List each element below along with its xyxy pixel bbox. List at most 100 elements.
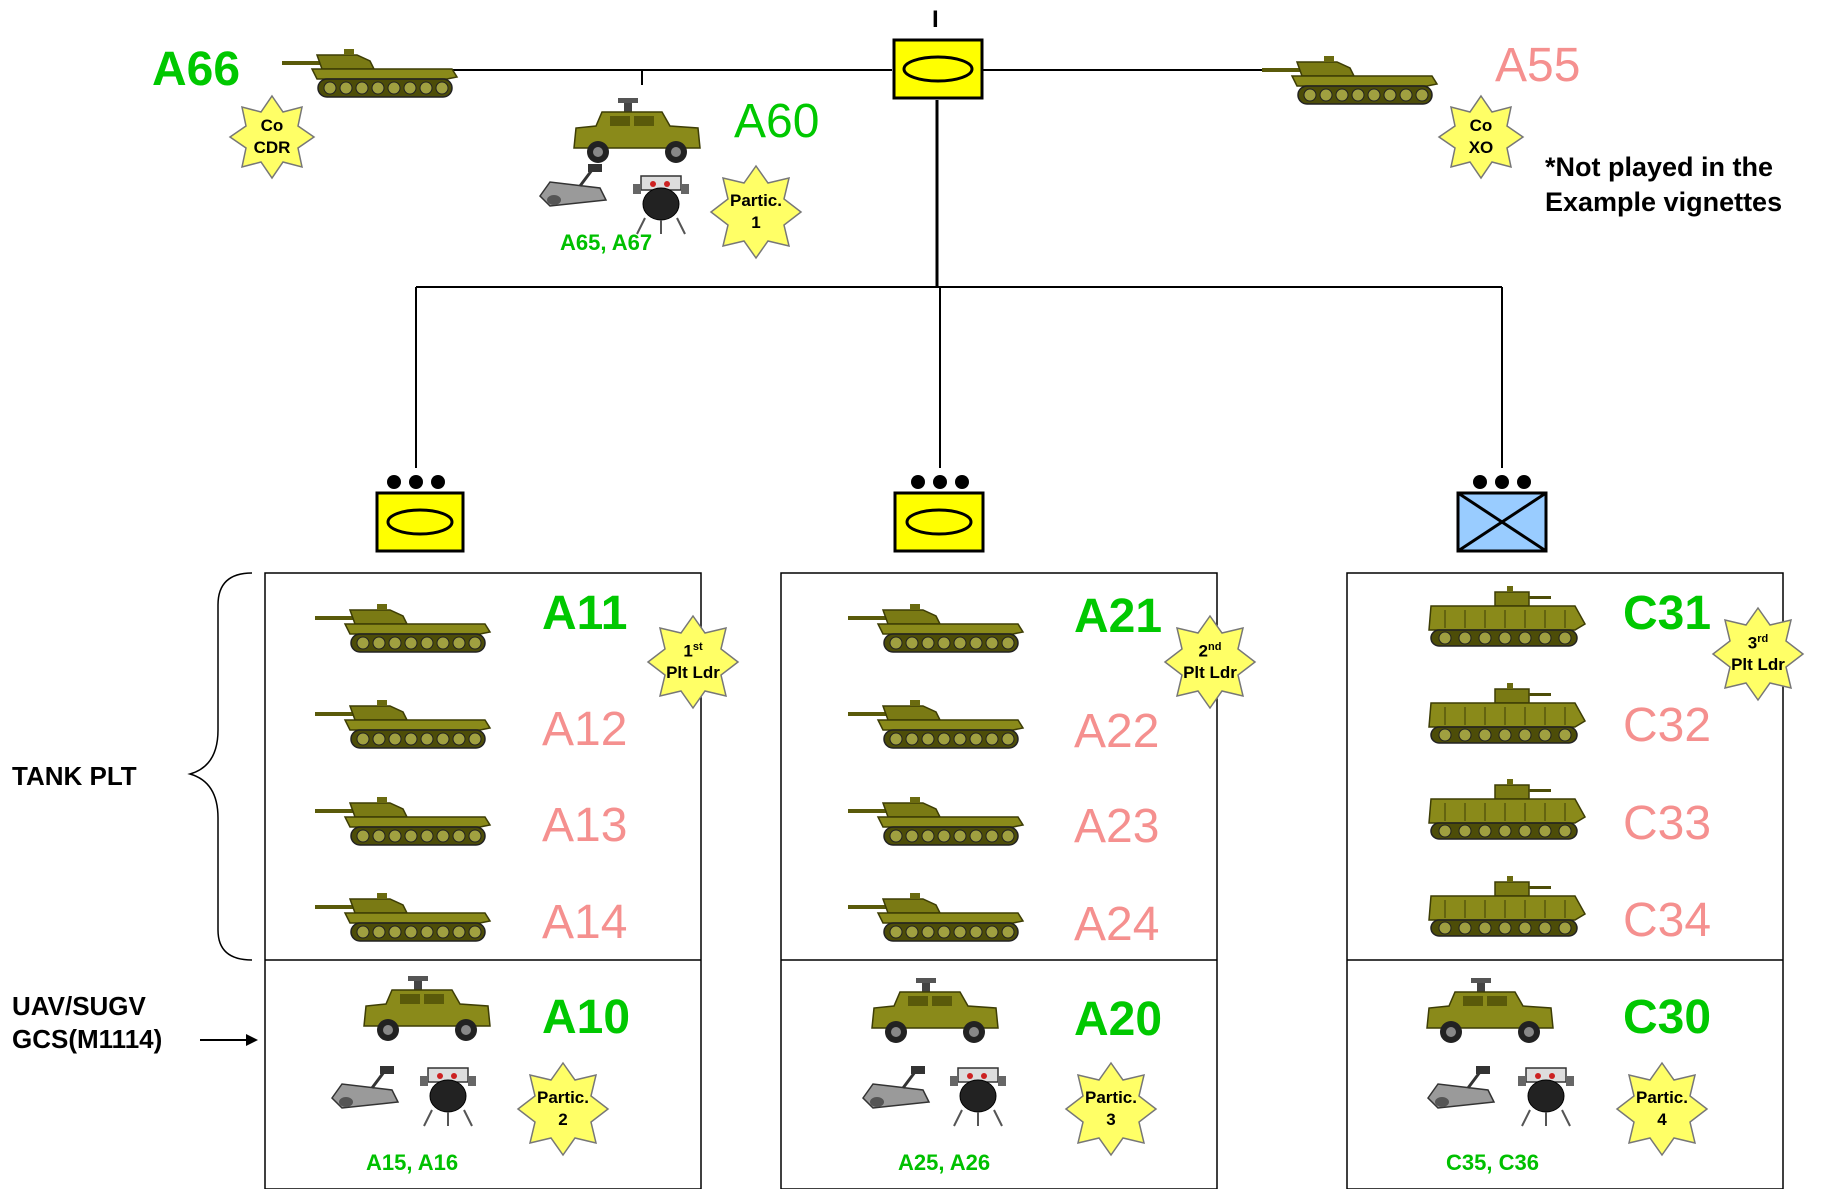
leader-ordinal-suffix: st — [692, 640, 703, 653]
p3-ifv-1 — [1428, 585, 1586, 647]
platoon-boxes — [264, 572, 1784, 1189]
p3-ifv-4 — [1428, 875, 1586, 937]
hq-uav — [632, 175, 690, 235]
leader-ordinal: 3 — [1747, 633, 1758, 653]
platoon-symbol-1 — [375, 475, 465, 553]
participant-line-2: 3 — [1106, 1110, 1116, 1129]
p3-sugv — [1426, 1064, 1496, 1110]
p2-tank-3 — [847, 796, 1024, 846]
p1-uav — [419, 1067, 477, 1127]
p1-tank-3 — [314, 796, 491, 846]
role-line-2: XO — [1468, 138, 1494, 157]
participant-line-1: Partic. — [1636, 1087, 1688, 1107]
company-echelon-label: I — [932, 6, 939, 33]
callsign-p1-2: A12 — [542, 703, 628, 756]
p2-robots-label: A25, A26 — [898, 1150, 991, 1175]
callsign-p1-1: A11 — [542, 587, 628, 640]
star-plt-ldr-3 — [1711, 606, 1805, 702]
company-symbol — [892, 38, 984, 100]
p3-uav — [1517, 1067, 1575, 1127]
p2-hmmwv — [871, 977, 999, 1044]
participant-line-1: Partic. — [1085, 1087, 1137, 1107]
callsign-p2-3: A23 — [1074, 800, 1160, 853]
participant-1-badge: Partic. 1 — [711, 166, 801, 258]
p3-hmmwv — [1426, 977, 1554, 1044]
p1-hmmwv — [363, 975, 491, 1042]
participant-line-2: 4 — [1657, 1110, 1667, 1129]
star-partic-3 — [1064, 1061, 1158, 1157]
leader-line-2: Plt Ldr — [1731, 655, 1785, 675]
p1-tank-1 — [314, 603, 491, 653]
participant-line-1: Partic. — [730, 190, 782, 210]
participant-line-2: 2 — [558, 1110, 568, 1129]
hq-sugv — [538, 162, 608, 208]
star-plt-ldr-2 — [1163, 614, 1257, 710]
star-co-cdr — [228, 94, 316, 180]
callsign-p3-2: C32 — [1623, 699, 1712, 752]
leader-ordinal: 1 — [683, 641, 693, 661]
uav-gcs-label: UAV/SUGV GCS(M1114) — [12, 990, 162, 1055]
callsign-p2-1: A21 — [1074, 590, 1163, 643]
callsign-commander: A66 — [152, 43, 241, 96]
star-partic-4 — [1615, 1061, 1709, 1157]
p3-robots-label: C35, C36 — [1446, 1150, 1539, 1175]
callsign-p3-gcs: C30 — [1623, 991, 1712, 1044]
participant-3-badge: Partic. 3 — [1066, 1063, 1156, 1155]
p1-robots-label: A15, A16 — [366, 1150, 459, 1175]
leader-ordinal-suffix: rd — [1757, 632, 1769, 645]
p1-sugv — [330, 1064, 400, 1110]
participant-line-2: 1 — [751, 213, 761, 232]
star-partic-2 — [516, 1061, 610, 1157]
p2-tank-4 — [847, 892, 1024, 942]
p3-ifv-2 — [1428, 682, 1586, 744]
p2-tank-1 — [847, 603, 1024, 653]
callsign-p3-1: C31 — [1623, 587, 1712, 640]
hq-hmmwv — [573, 97, 701, 164]
p2-sugv — [861, 1064, 931, 1110]
star-plt-ldr-1 — [646, 614, 740, 710]
note-line-1: *Not played in the — [1545, 152, 1774, 182]
role-line-1: Co — [260, 115, 284, 135]
leader-line-2: Plt Ldr — [1183, 663, 1237, 683]
platoon-symbol-3 — [1456, 475, 1548, 553]
callsign-p2-2: A22 — [1074, 705, 1160, 758]
commander-tank — [281, 48, 458, 98]
callsign-p1-3: A13 — [542, 799, 628, 852]
tank-plt-brace — [187, 572, 253, 961]
callsign-p2-gcs: A20 — [1074, 993, 1163, 1046]
p2-uav — [949, 1067, 1007, 1127]
not-played-note: *Not played in the Example vignettes — [1545, 150, 1782, 220]
callsign-p3-3: C33 — [1623, 797, 1712, 850]
role-line-2: CDR — [253, 138, 291, 157]
participant-4-badge: Partic. 4 — [1617, 1063, 1707, 1155]
uav-line-1: UAV/SUGV — [12, 991, 146, 1021]
gcs-arrow — [200, 1034, 258, 1046]
tank-plt-label: TANK PLT — [12, 761, 137, 791]
callsign-p1-4: A14 — [542, 896, 628, 949]
star-partic-1 — [709, 164, 803, 260]
participant-2-badge: Partic. 2 — [518, 1063, 608, 1155]
callsign-p2-4: A24 — [1074, 898, 1160, 951]
participant-line-1: Partic. — [537, 1087, 589, 1107]
role-line-1: Co — [1469, 115, 1493, 135]
p1-tank-4 — [314, 892, 491, 942]
leader-ordinal: 2 — [1198, 641, 1208, 661]
xo-tank — [1261, 55, 1438, 105]
star-co-xo — [1437, 94, 1525, 180]
p1-tank-2 — [314, 699, 491, 749]
callsign-p1-gcs: A10 — [542, 991, 631, 1044]
note-line-2: Example vignettes — [1545, 187, 1783, 218]
platoon-symbol-2 — [893, 475, 985, 553]
leader-line-2: Plt Ldr — [666, 663, 720, 683]
leader-ordinal-suffix: nd — [1208, 640, 1222, 653]
p3-ifv-3 — [1428, 778, 1586, 840]
uav-line-2: GCS(M1114) — [12, 1023, 163, 1054]
hq-robots-label: A65, A67 — [560, 230, 653, 255]
callsign-hq: A60 — [734, 95, 820, 148]
org-lines — [400, 69, 1503, 468]
